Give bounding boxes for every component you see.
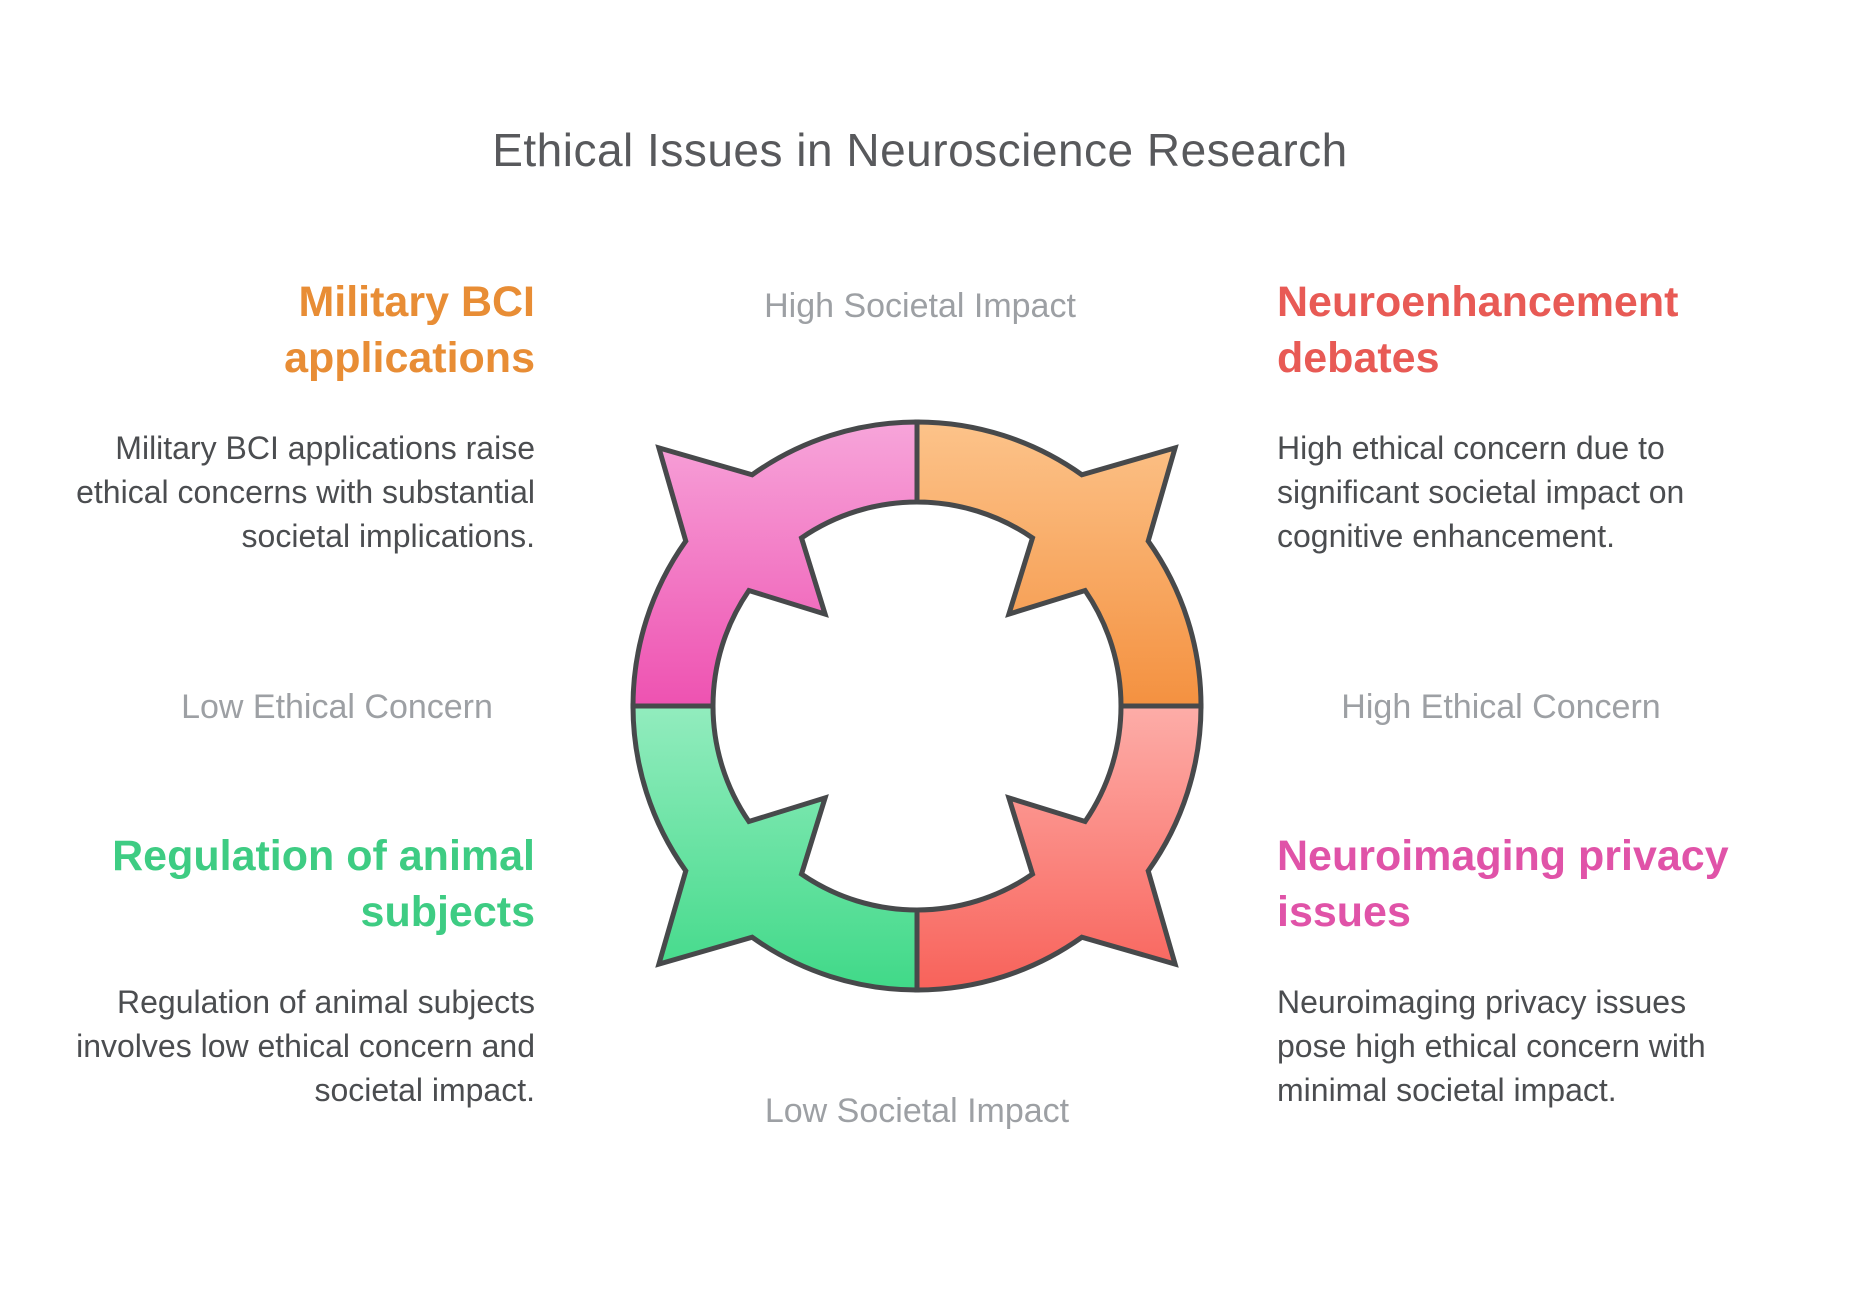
card-heading-neuroimaging-privacy: Neuroimaging privacy issues <box>1277 832 1729 936</box>
card-description-neuroimaging-privacy: Neuroimaging privacy issues pose high et… <box>1277 984 1706 1108</box>
axis-label-low-ethical-concern: Low Ethical Concern <box>181 688 493 726</box>
axis-label-high-ethical-concern: High Ethical Concern <box>1341 688 1661 726</box>
card-description-neuroenhancement: High ethical concern due to significant … <box>1277 430 1685 554</box>
card-heading-neuroenhancement: Neuroenhancement debates <box>1277 278 1679 382</box>
wheel-segment-green-arrow <box>630 703 920 993</box>
card-description-animal-subjects: Regulation of animal subjects involves l… <box>76 984 535 1108</box>
card-description-military-bci: Military BCI applications raise ethical … <box>76 430 535 554</box>
card-heading-military-bci: Military BCI applications <box>284 278 535 382</box>
wheel-segment-salmon-arrow <box>914 703 1204 993</box>
axis-label-high-societal-impact: High Societal Impact <box>764 287 1076 325</box>
card-heading-animal-subjects: Regulation of animal subjects <box>112 832 535 936</box>
wheel-segment-pink-arrow <box>630 419 920 709</box>
axis-label-low-societal-impact: Low Societal Impact <box>764 1092 1070 1130</box>
wheel-segment-orange-arrow <box>914 419 1204 709</box>
page-title: Ethical Issues in Neuroscience Research <box>492 124 1348 176</box>
